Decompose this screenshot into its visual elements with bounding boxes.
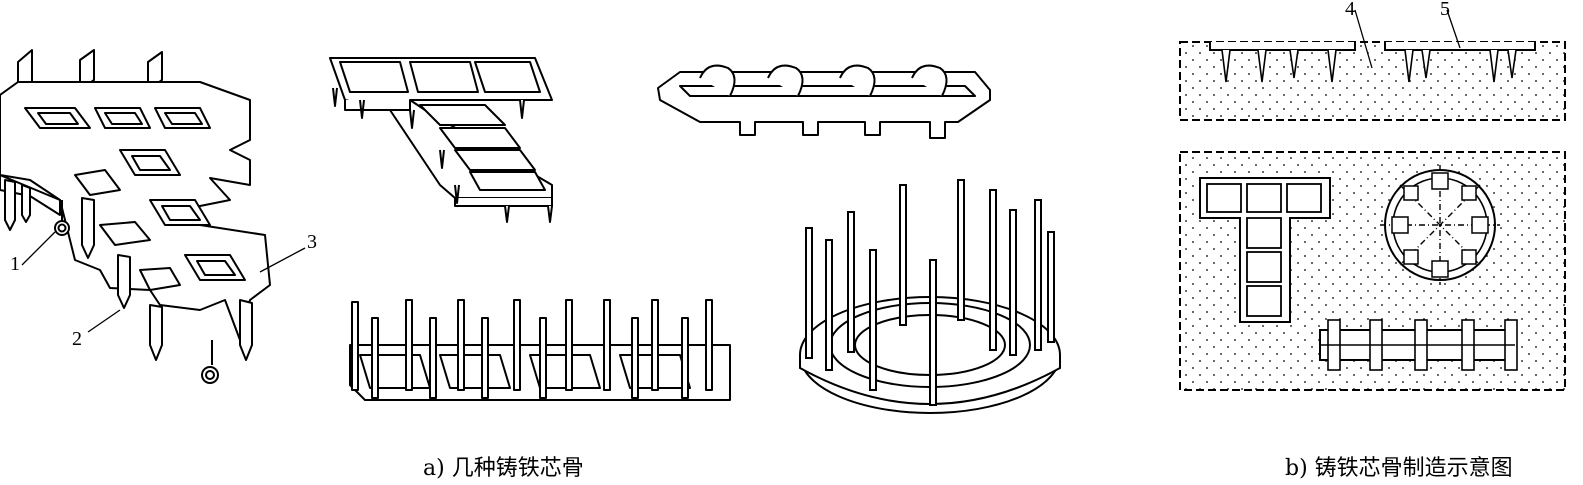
label-1: 1 [10,253,20,275]
label-3: 3 [307,231,317,253]
looped-bar-core-frame [657,64,991,139]
grid-core-frame [0,49,271,384]
ladder-core-frame [349,299,731,401]
caption-b: b) 铸铁芯骨制造示意图 [1285,456,1513,481]
label-2: 2 [72,328,82,350]
label-4: 4 [1345,0,1355,20]
t-shaped-core-frame [329,57,553,223]
ring-core-frame [799,179,1061,414]
label-5: 5 [1440,0,1450,20]
leader-lines-a [21,231,306,333]
mold-bottom [1179,151,1566,391]
caption-a: a) 几种铸铁芯骨 [423,456,584,481]
mold-top [1179,9,1566,121]
